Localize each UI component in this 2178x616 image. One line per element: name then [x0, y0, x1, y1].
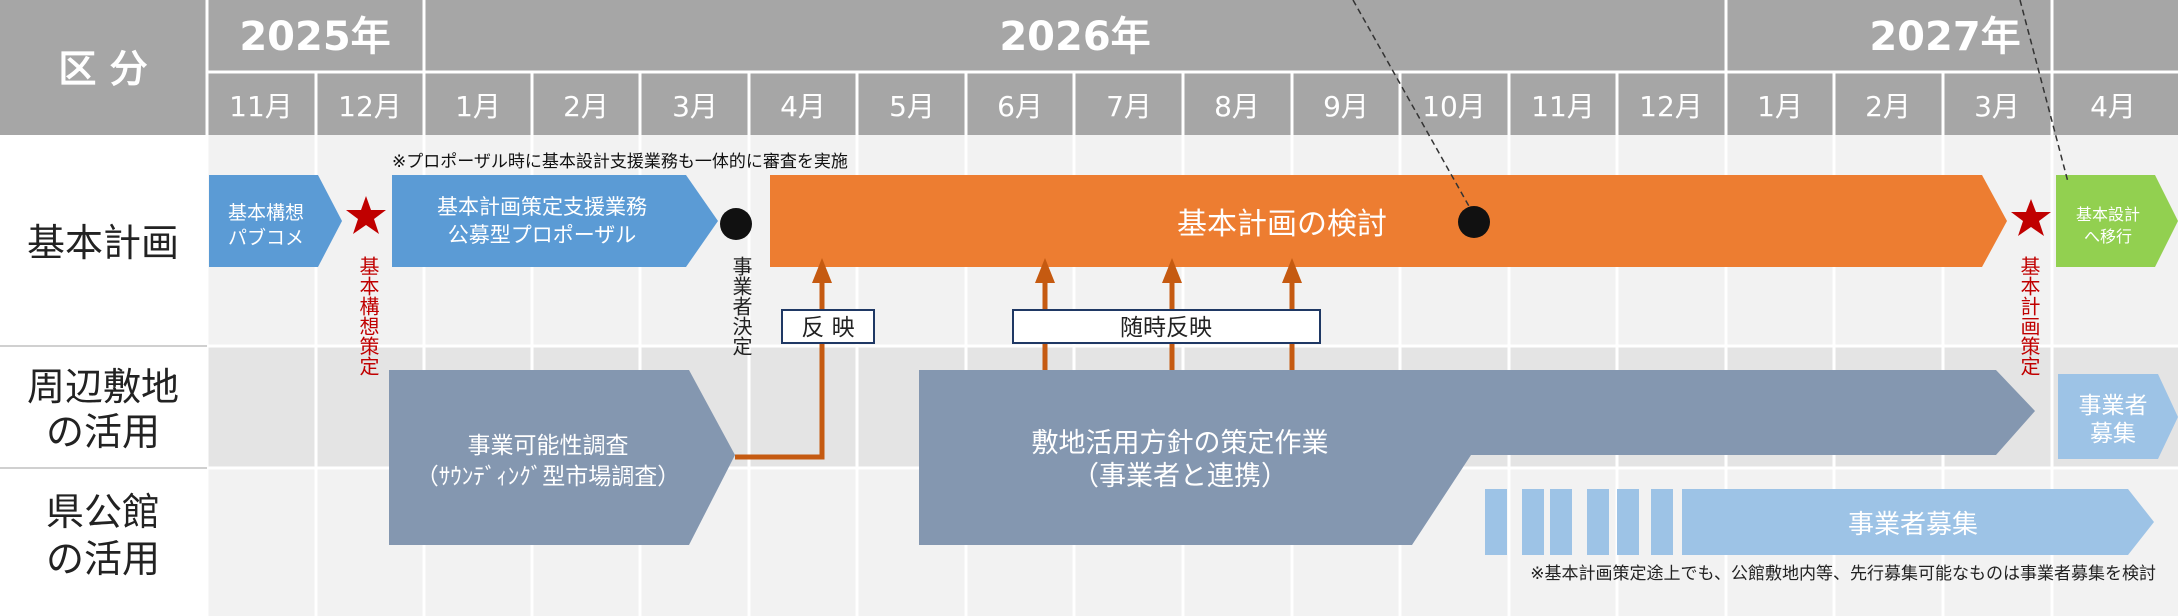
header: 区 分 2025年 2026年 2027年 11月 12月 1月 2月 3月 4… — [0, 0, 2178, 135]
bar-proposal — [392, 175, 718, 267]
star-icon — [2011, 199, 2051, 236]
month-label: 8月 — [1214, 90, 1260, 123]
row-label-shuhen-line2: の活用 — [46, 410, 160, 454]
month-label: 3月 — [1974, 90, 2020, 123]
month-label: 1月 — [1757, 90, 1803, 123]
bar-kento-label: 基本計画の検討 — [1177, 207, 1387, 242]
bar-proposal-line2: 公募型プロポーザル — [448, 223, 637, 247]
month-label: 12月 — [338, 90, 402, 123]
month-label: 12月 — [1639, 90, 1703, 123]
bar-kanosei — [389, 370, 735, 545]
bar-kento — [770, 175, 2007, 267]
star-icon — [346, 196, 386, 234]
month-label: 6月 — [997, 90, 1043, 123]
bottom-note: ※基本計画策定途上でも、公館敷地内等、先行募集可能なものは事業者募集を検討 — [1530, 564, 2156, 584]
hanei-box — [781, 309, 875, 344]
year-2026: 2026年 — [999, 14, 1150, 60]
milestone-koso-sakutei-label: 基本構想策定 — [356, 256, 380, 376]
bar-boshu-right-line1: 事業者 — [2079, 393, 2148, 419]
bar-iko — [2056, 175, 2178, 267]
bar-houshin — [919, 370, 2035, 545]
stripe — [1522, 489, 1544, 555]
arrowhead-icon — [1035, 258, 1055, 283]
milestone-keikaku-sakutei-label: 基本計画策定 — [2017, 256, 2041, 376]
bar-boshu — [1682, 489, 2154, 555]
bar-kihon-koso — [209, 175, 342, 267]
bar-houshin-line2: （事業者と連携） — [1072, 461, 1288, 492]
stripe — [1651, 489, 1673, 555]
milestone-keikaku-sakutei: 基本計画策定 — [1996, 256, 2041, 376]
bar-iko-line1: 基本設計 — [2076, 205, 2140, 224]
bar-proposal-line1: 基本計画策定支援業務 — [437, 195, 647, 219]
leader-line — [2019, 0, 2069, 183]
month-label: 1月 — [455, 90, 501, 123]
arrowhead-icon — [1162, 258, 1182, 283]
row-label-shuhen-line1: 周辺敷地 — [27, 365, 179, 409]
stripe — [1550, 489, 1572, 555]
header-background — [0, 0, 2178, 135]
stripe — [1617, 489, 1639, 555]
month-label: 5月 — [889, 90, 935, 123]
month-label: 2月 — [1865, 90, 1911, 123]
year-2025: 2025年 — [239, 14, 390, 60]
stripe — [1587, 489, 1609, 555]
bar-kanosei-line2: （ｻｳﾝﾃﾞｨﾝｸﾞ型市場調査） — [416, 464, 681, 490]
milestone-jigyosha-kettei-label: 事業者決定 — [729, 256, 753, 356]
row-label-kenkokan-line1: 県公館 — [46, 490, 160, 534]
row-label-kihon: 基本計画 — [27, 221, 179, 265]
month-label: 10月 — [1422, 90, 1486, 123]
month-label: 9月 — [1323, 90, 1369, 123]
arrowhead-icon — [1282, 258, 1302, 283]
month-label: 11月 — [229, 90, 293, 123]
arrowhead-icon — [812, 258, 832, 283]
bar-boshu-label: 事業者募集 — [1848, 510, 1978, 540]
zuiji-hanei-label: 随時反映 — [1120, 315, 1212, 341]
month-label: 4月 — [780, 90, 826, 123]
milestone-circle — [720, 208, 752, 240]
month-label: 7月 — [1106, 90, 1152, 123]
milestone-circle — [1458, 206, 1490, 238]
stripe — [1485, 489, 1507, 555]
zuiji-hanei-box — [1012, 309, 1321, 344]
month-label: 2月 — [563, 90, 609, 123]
milestone-jigyosha-kettei: 事業者決定 — [708, 256, 753, 356]
bar-houshin-line1: 敷地活用方針の策定作業 — [1032, 428, 1329, 459]
year-2027: 2027年 — [1869, 14, 2020, 60]
month-label: 11月 — [1531, 90, 1595, 123]
bar-iko-line2: へ移行 — [2084, 227, 2132, 246]
hanei-label: 反 映 — [801, 315, 854, 341]
month-label: 3月 — [672, 90, 718, 123]
row-label-kenkokan-line2: の活用 — [46, 537, 160, 581]
proposal-note: ※プロポーザル時に基本設計支援業務も一体的に審査を実施 — [392, 152, 848, 172]
bar-kihon-koso-line1: 基本構想 — [228, 202, 304, 224]
bar-kihon-koso-line2: パブコメ — [228, 226, 304, 249]
month-label: 4月 — [2090, 90, 2136, 123]
milestone-koso-sakutei: 基本構想策定 — [352, 256, 380, 376]
bar-boshu-right-line2: 募集 — [2090, 421, 2136, 447]
bar-kanosei-line1: 事業可能性調査 — [468, 433, 629, 459]
bar-boshu-right — [2058, 374, 2178, 459]
category-header: 区 分 — [58, 47, 147, 91]
